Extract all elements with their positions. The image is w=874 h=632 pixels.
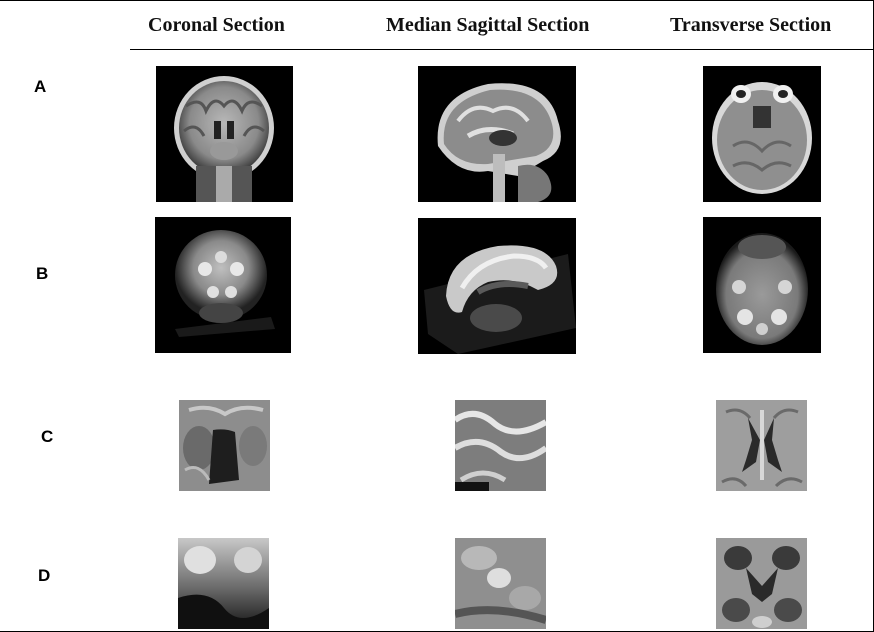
pet-transverse-patch <box>716 538 807 629</box>
row-label-c: C <box>41 427 54 446</box>
row-label-a: A <box>34 77 47 96</box>
mri-sagittal-image <box>418 66 576 202</box>
mri-transverse-patch <box>716 400 807 491</box>
row-label-b: B <box>36 264 49 283</box>
pet-sagittal-patch <box>455 538 546 629</box>
pet-coronal-patch <box>178 538 269 629</box>
figure-border-top <box>0 0 874 1</box>
pet-transverse-image <box>703 217 821 353</box>
column-header-sagittal: Median Sagittal Section <box>386 14 590 36</box>
pet-sagittal-image <box>418 218 576 354</box>
mri-coronal-image <box>156 66 293 202</box>
column-header-coronal: Coronal Section <box>148 14 285 36</box>
header-rule <box>130 49 873 50</box>
mri-coronal-patch <box>179 400 270 491</box>
column-header-transverse: Transverse Section <box>670 14 832 36</box>
pet-coronal-image <box>155 217 291 353</box>
mri-transverse-image <box>703 66 821 202</box>
row-label-d: D <box>38 566 51 585</box>
mri-sagittal-patch <box>455 400 546 491</box>
